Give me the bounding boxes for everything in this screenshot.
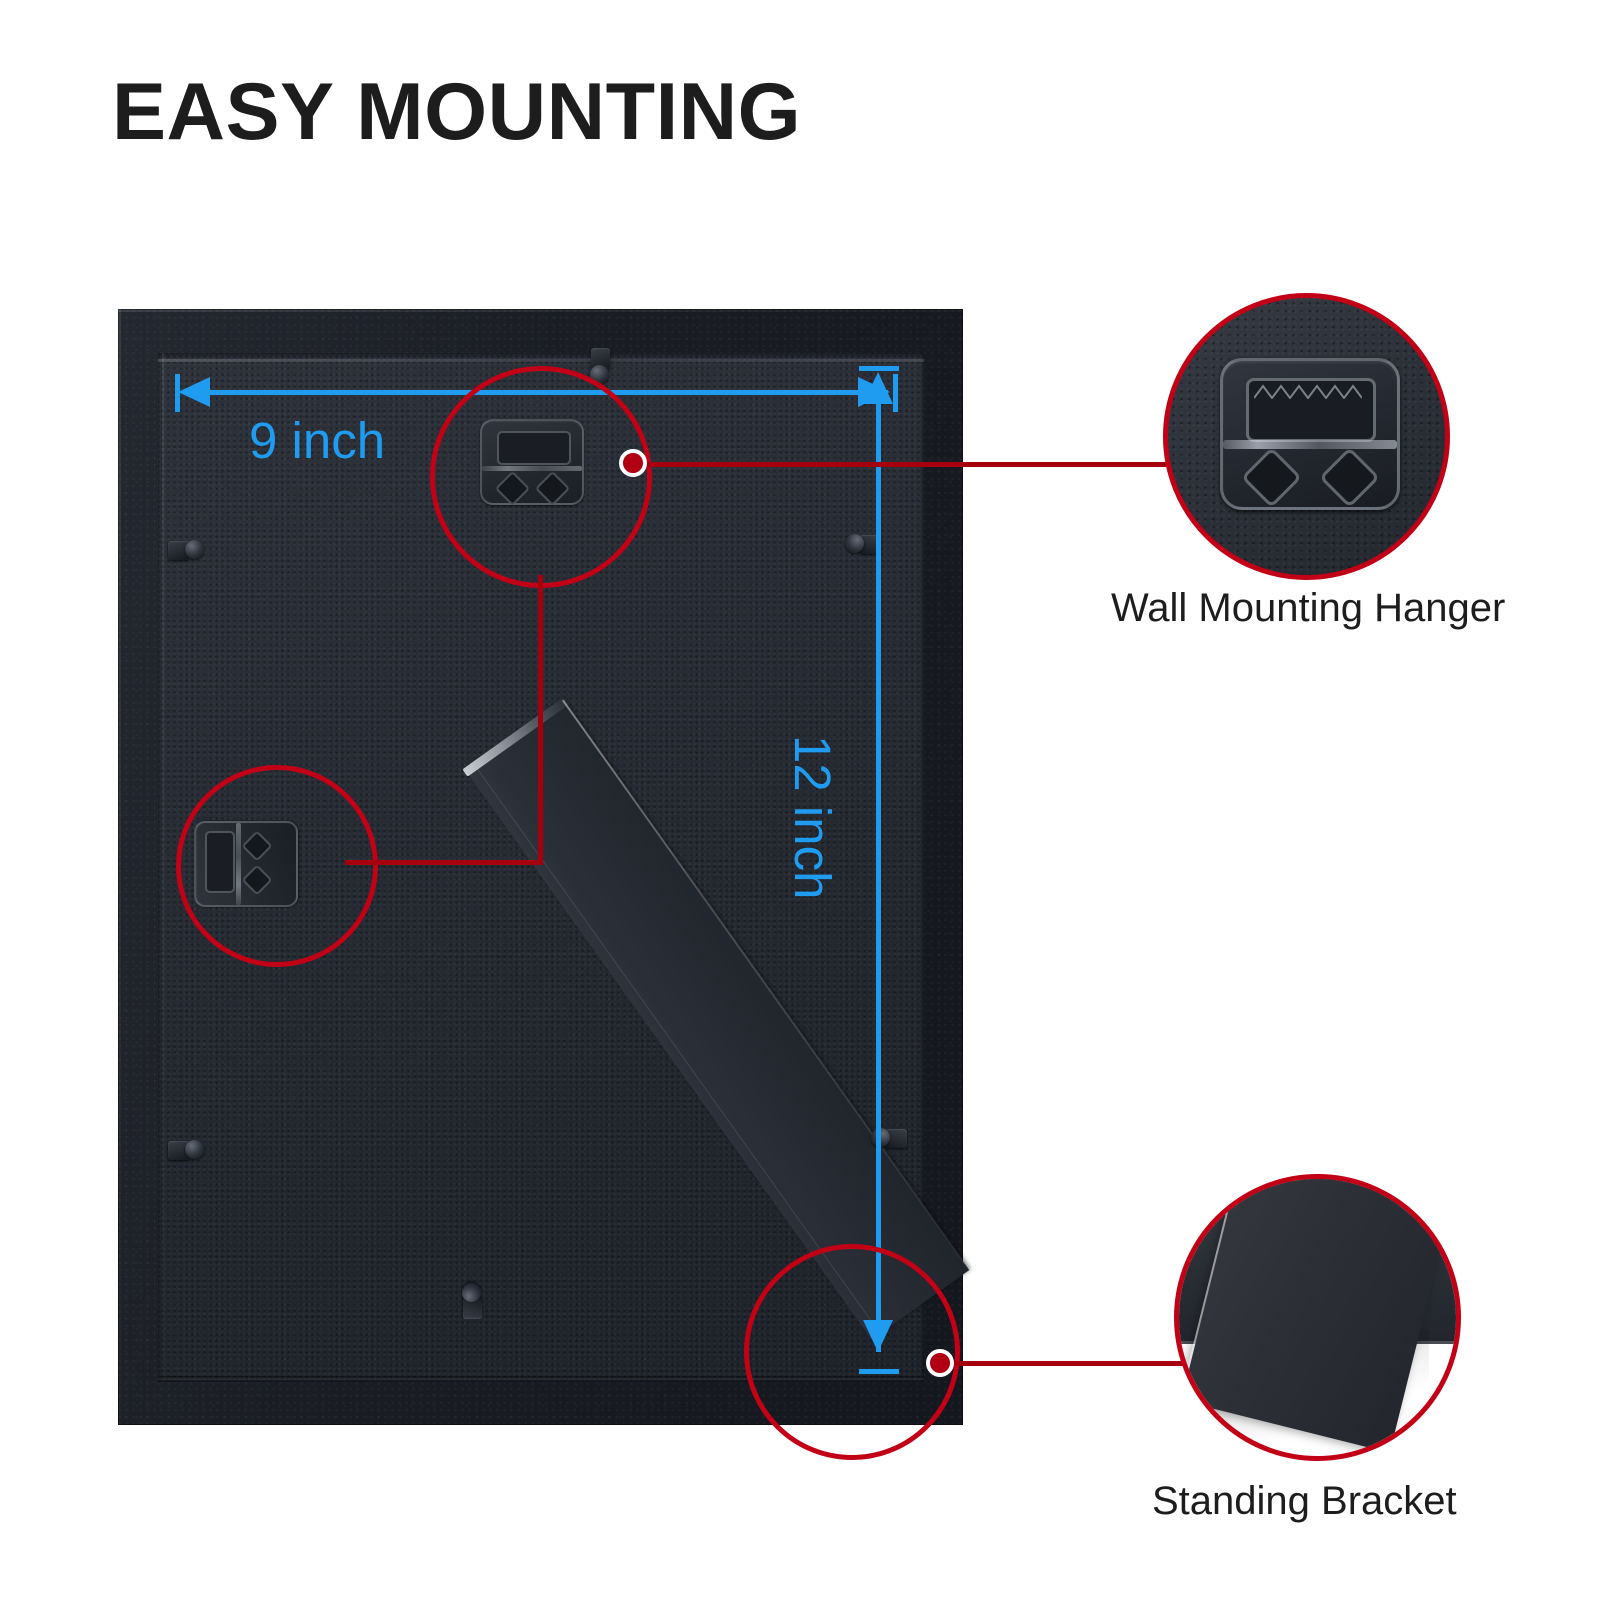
leader-line-wall-hanger xyxy=(640,462,1172,467)
height-dimension-line xyxy=(876,392,881,1352)
clip-knob xyxy=(185,540,204,559)
clip-tab xyxy=(168,541,190,560)
retainer-clip xyxy=(168,540,204,561)
hanger-seam xyxy=(1223,440,1397,449)
page-title: EASY MOUNTING xyxy=(112,67,802,157)
bracket-hinge-flap xyxy=(462,697,569,777)
highlight-circle-bracket xyxy=(744,1244,960,1460)
clip-tab xyxy=(591,348,610,370)
width-arrow-left xyxy=(178,377,210,407)
board-top-seam xyxy=(158,359,924,362)
clip-knob xyxy=(845,534,864,553)
highlight-circle-hanger xyxy=(430,366,652,588)
highlight-circle-side-hanger xyxy=(176,765,378,967)
clip-knob xyxy=(185,1140,204,1159)
height-arrow-up xyxy=(863,372,893,404)
callout-anchor-dot-hanger xyxy=(619,449,647,477)
retainer-clip xyxy=(462,1283,483,1319)
board-bottom-seam xyxy=(158,1376,924,1380)
sawtooth-icon xyxy=(1254,384,1362,399)
inset-wall-mounting-hanger xyxy=(1163,293,1450,580)
leader-line-side-hanger xyxy=(345,860,543,865)
frame-top-highlight xyxy=(118,309,963,312)
caption-wall-mounting-hanger: Wall Mounting Hanger xyxy=(1111,586,1506,630)
retainer-clip xyxy=(168,1140,204,1161)
height-dim-top-tick xyxy=(859,366,899,371)
width-dimension-label: 9 inch xyxy=(249,412,386,469)
clip-tab xyxy=(168,1141,190,1160)
bracket-edge-highlight xyxy=(562,699,971,1271)
leader-line-standing-bracket xyxy=(952,1361,1192,1366)
height-dimension-label: 12 inch xyxy=(784,735,841,900)
width-dim-left-tick xyxy=(175,374,180,412)
leader-line-vertical xyxy=(538,575,543,865)
width-dim-right-tick xyxy=(893,374,898,412)
hanger-closeup xyxy=(1220,358,1400,510)
retainer-clip xyxy=(590,348,611,384)
callout-anchor-dot-bracket xyxy=(926,1349,954,1377)
caption-standing-bracket: Standing Bracket xyxy=(1152,1479,1457,1523)
inset-standing-bracket xyxy=(1174,1174,1461,1461)
clip-knob xyxy=(462,1283,481,1302)
frame-left-highlight xyxy=(118,309,121,1425)
board-left-seam xyxy=(162,353,164,1382)
